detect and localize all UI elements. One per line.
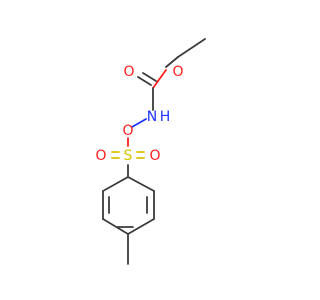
atom-label-ester-oxygen: O (172, 64, 183, 80)
ring-bond-bottom-left (102, 218, 129, 235)
ethyl-to-oxygen-bond (165, 56, 179, 68)
atom-label-carbonyl-oxygen: O (123, 64, 134, 80)
ring-bond-top-left (102, 176, 129, 192)
molecule-canvas: O O N H O S O O (95, 38, 206, 265)
atom-label-linker-oxygen: O (122, 123, 133, 139)
nitrogen-to-linker-oxygen-bond (131, 118, 147, 128)
atom-label-sulfur: S (124, 148, 133, 164)
chemical-structure-diagram: O O N H O S O O (95, 38, 206, 265)
ester-oxygen-to-carbonyl-carbon-bond (152, 69, 167, 89)
atom-label-sulfonyl-oxygen-right: O (149, 148, 160, 164)
atom-label-nitrogen: N (147, 109, 157, 125)
carbonyl-carbon-to-oxygen-bond-a (137, 76, 152, 86)
carbonyl-carbon-to-oxygen-bond-b (142, 72, 157, 82)
atom-label-sulfonyl-oxygen-left: O (95, 148, 106, 164)
ring-bond-bottom-right (127, 218, 155, 235)
ring-bond-top-right (127, 176, 155, 192)
atom-label-hydrogen: H (160, 109, 171, 125)
ethyl-terminal-bond (177, 38, 206, 58)
